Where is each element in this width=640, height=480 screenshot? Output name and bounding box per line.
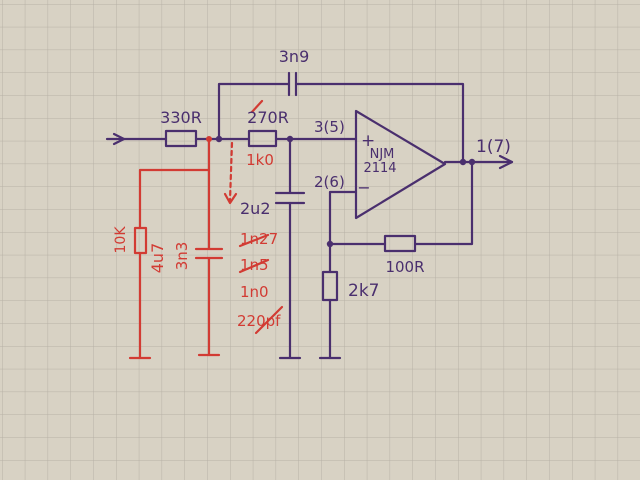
marker-arrow-head <box>223 192 238 205</box>
label-c-shunt-1: 4u7 <box>148 243 167 274</box>
marker-arrow <box>228 141 234 202</box>
label-c-alt-3: 1n0 <box>240 283 269 301</box>
wire-feedback-output <box>413 160 474 246</box>
label-r-shunt: 10K <box>113 226 129 254</box>
label-opamp-line1: NJM <box>370 147 395 162</box>
label-opamp-plus: + <box>361 131 375 151</box>
tick-mark-270r <box>250 99 264 114</box>
red-ink-circuit <box>128 99 284 360</box>
label-c-shunt-2: 3n3 <box>173 242 191 271</box>
strike-mark-2 <box>238 258 270 274</box>
label-r-series-bottom: 1k0 <box>246 151 274 169</box>
label-r-gain: 2k7 <box>348 281 379 301</box>
strike-mark-1 <box>238 233 270 248</box>
strike-mark-3 <box>254 305 284 335</box>
junction-red <box>206 136 212 142</box>
wire-cap-feedback-right <box>295 82 465 164</box>
label-pin-plus: 3(5) <box>314 118 345 136</box>
label-opamp-minus: − <box>357 178 370 197</box>
label-c-feedback: 3n9 <box>279 47 310 66</box>
wire-cap-feedback-left <box>217 82 290 141</box>
label-c-alt-2: 1n5 <box>240 256 269 274</box>
label-r-series-top: 270R <box>247 108 289 127</box>
junction-dots <box>215 135 476 248</box>
label-c-alt-1: 1n27 <box>240 230 278 248</box>
label-c-ground: 2u2 <box>240 199 271 218</box>
output-arrow <box>498 154 514 170</box>
label-pin-minus: 2(6) <box>314 173 345 191</box>
label-c-alt-4: 220pf <box>237 312 281 330</box>
wire-10k-top <box>138 168 211 230</box>
purple-ink-circuit <box>105 71 514 360</box>
input-arrow <box>112 132 126 146</box>
label-r-feedback: 100R <box>385 258 424 276</box>
label-opamp-line2: 2114 <box>363 161 396 176</box>
label-pin-out: 1(7) <box>476 137 511 157</box>
opamp-triangle <box>354 109 447 220</box>
label-r-in: 330R <box>160 108 202 127</box>
